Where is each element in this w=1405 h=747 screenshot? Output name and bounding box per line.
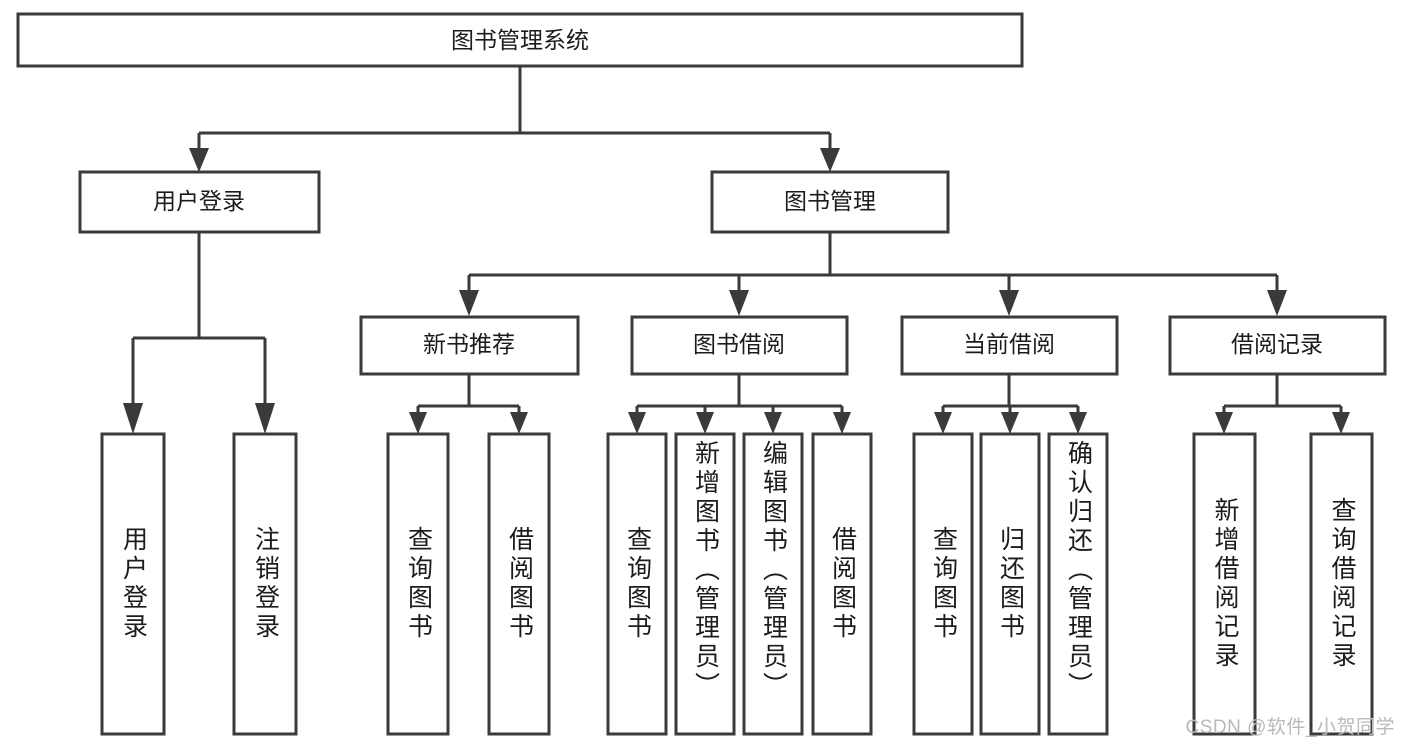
arrow-head-leaf-borrow-book-1	[510, 412, 528, 434]
arrow-head-borrow-record	[1267, 290, 1287, 316]
node-layer: 图书管理系统 用户登录 图书管理 新书推荐 图书借阅 当前借阅 借阅记录	[16, 12, 1387, 736]
node-borrow-record[interactable]	[1168, 315, 1387, 376]
arrow-head-leaf-borrow-book-2	[833, 412, 851, 434]
node-leaf-edit-book[interactable]	[742, 432, 804, 736]
node-leaf-logout-login[interactable]	[232, 432, 298, 736]
node-new-book-recommend[interactable]	[359, 315, 580, 376]
arrow-head-leaf-add-record	[1215, 412, 1233, 434]
arrow-head-current-borrow	[999, 290, 1019, 316]
node-current-borrow-label: 当前借阅	[963, 331, 1055, 357]
node-new-book-recommend-label: 新书推荐	[423, 331, 515, 357]
arrow-head-new-book-recommend	[459, 290, 479, 316]
node-leaf-query-book-3[interactable]	[912, 432, 974, 736]
node-book-management[interactable]	[710, 170, 950, 234]
node-leaf-return-book[interactable]	[979, 432, 1041, 736]
node-leaf-query-record[interactable]	[1309, 432, 1374, 736]
node-user-login-label: 用户登录	[153, 188, 245, 214]
arrow-head-book-borrow	[729, 290, 749, 316]
node-book-management-label: 图书管理	[784, 188, 876, 214]
arrow-head-leaf-query-book-2	[628, 412, 646, 434]
arrow-head-leaf-add-book	[696, 412, 714, 434]
arrow-head-leaf-confirm-return	[1069, 412, 1087, 434]
csdn-watermark: CSDN @软件_小贺同学	[1185, 717, 1395, 738]
node-leaf-add-book[interactable]	[674, 432, 736, 736]
arrow-head-user-login	[189, 148, 209, 172]
node-leaf-borrow-book-2[interactable]	[811, 432, 873, 736]
node-book-borrow-label: 图书借阅	[693, 331, 785, 357]
arrow-head-leaf-query-book-3	[934, 412, 952, 434]
arrow-head-leaf-query-record	[1332, 412, 1350, 434]
node-leaf-query-book-1[interactable]	[386, 432, 450, 736]
arrow-head-leaf-logout-login	[255, 403, 275, 434]
edge-layer	[123, 66, 1350, 434]
node-book-borrow[interactable]	[630, 315, 849, 376]
arrow-head-leaf-query-book-1	[409, 412, 427, 434]
node-leaf-query-book-2[interactable]	[606, 432, 668, 736]
node-root-label: 图书管理系统	[451, 27, 589, 53]
node-root[interactable]	[16, 12, 1024, 68]
node-borrow-record-label: 借阅记录	[1231, 331, 1323, 357]
node-leaf-confirm-return[interactable]	[1047, 432, 1109, 736]
node-leaf-borrow-book-1[interactable]	[487, 432, 551, 736]
node-leaf-add-record[interactable]	[1192, 432, 1257, 736]
arrow-head-leaf-return-book	[1001, 412, 1019, 434]
node-current-borrow[interactable]	[900, 315, 1119, 376]
node-user-login[interactable]	[78, 170, 321, 234]
arrow-head-leaf-edit-book	[764, 412, 782, 434]
arrow-head-book-management	[820, 148, 840, 172]
node-leaf-user-login[interactable]	[100, 432, 166, 736]
arrow-head-leaf-user-login	[123, 403, 143, 434]
